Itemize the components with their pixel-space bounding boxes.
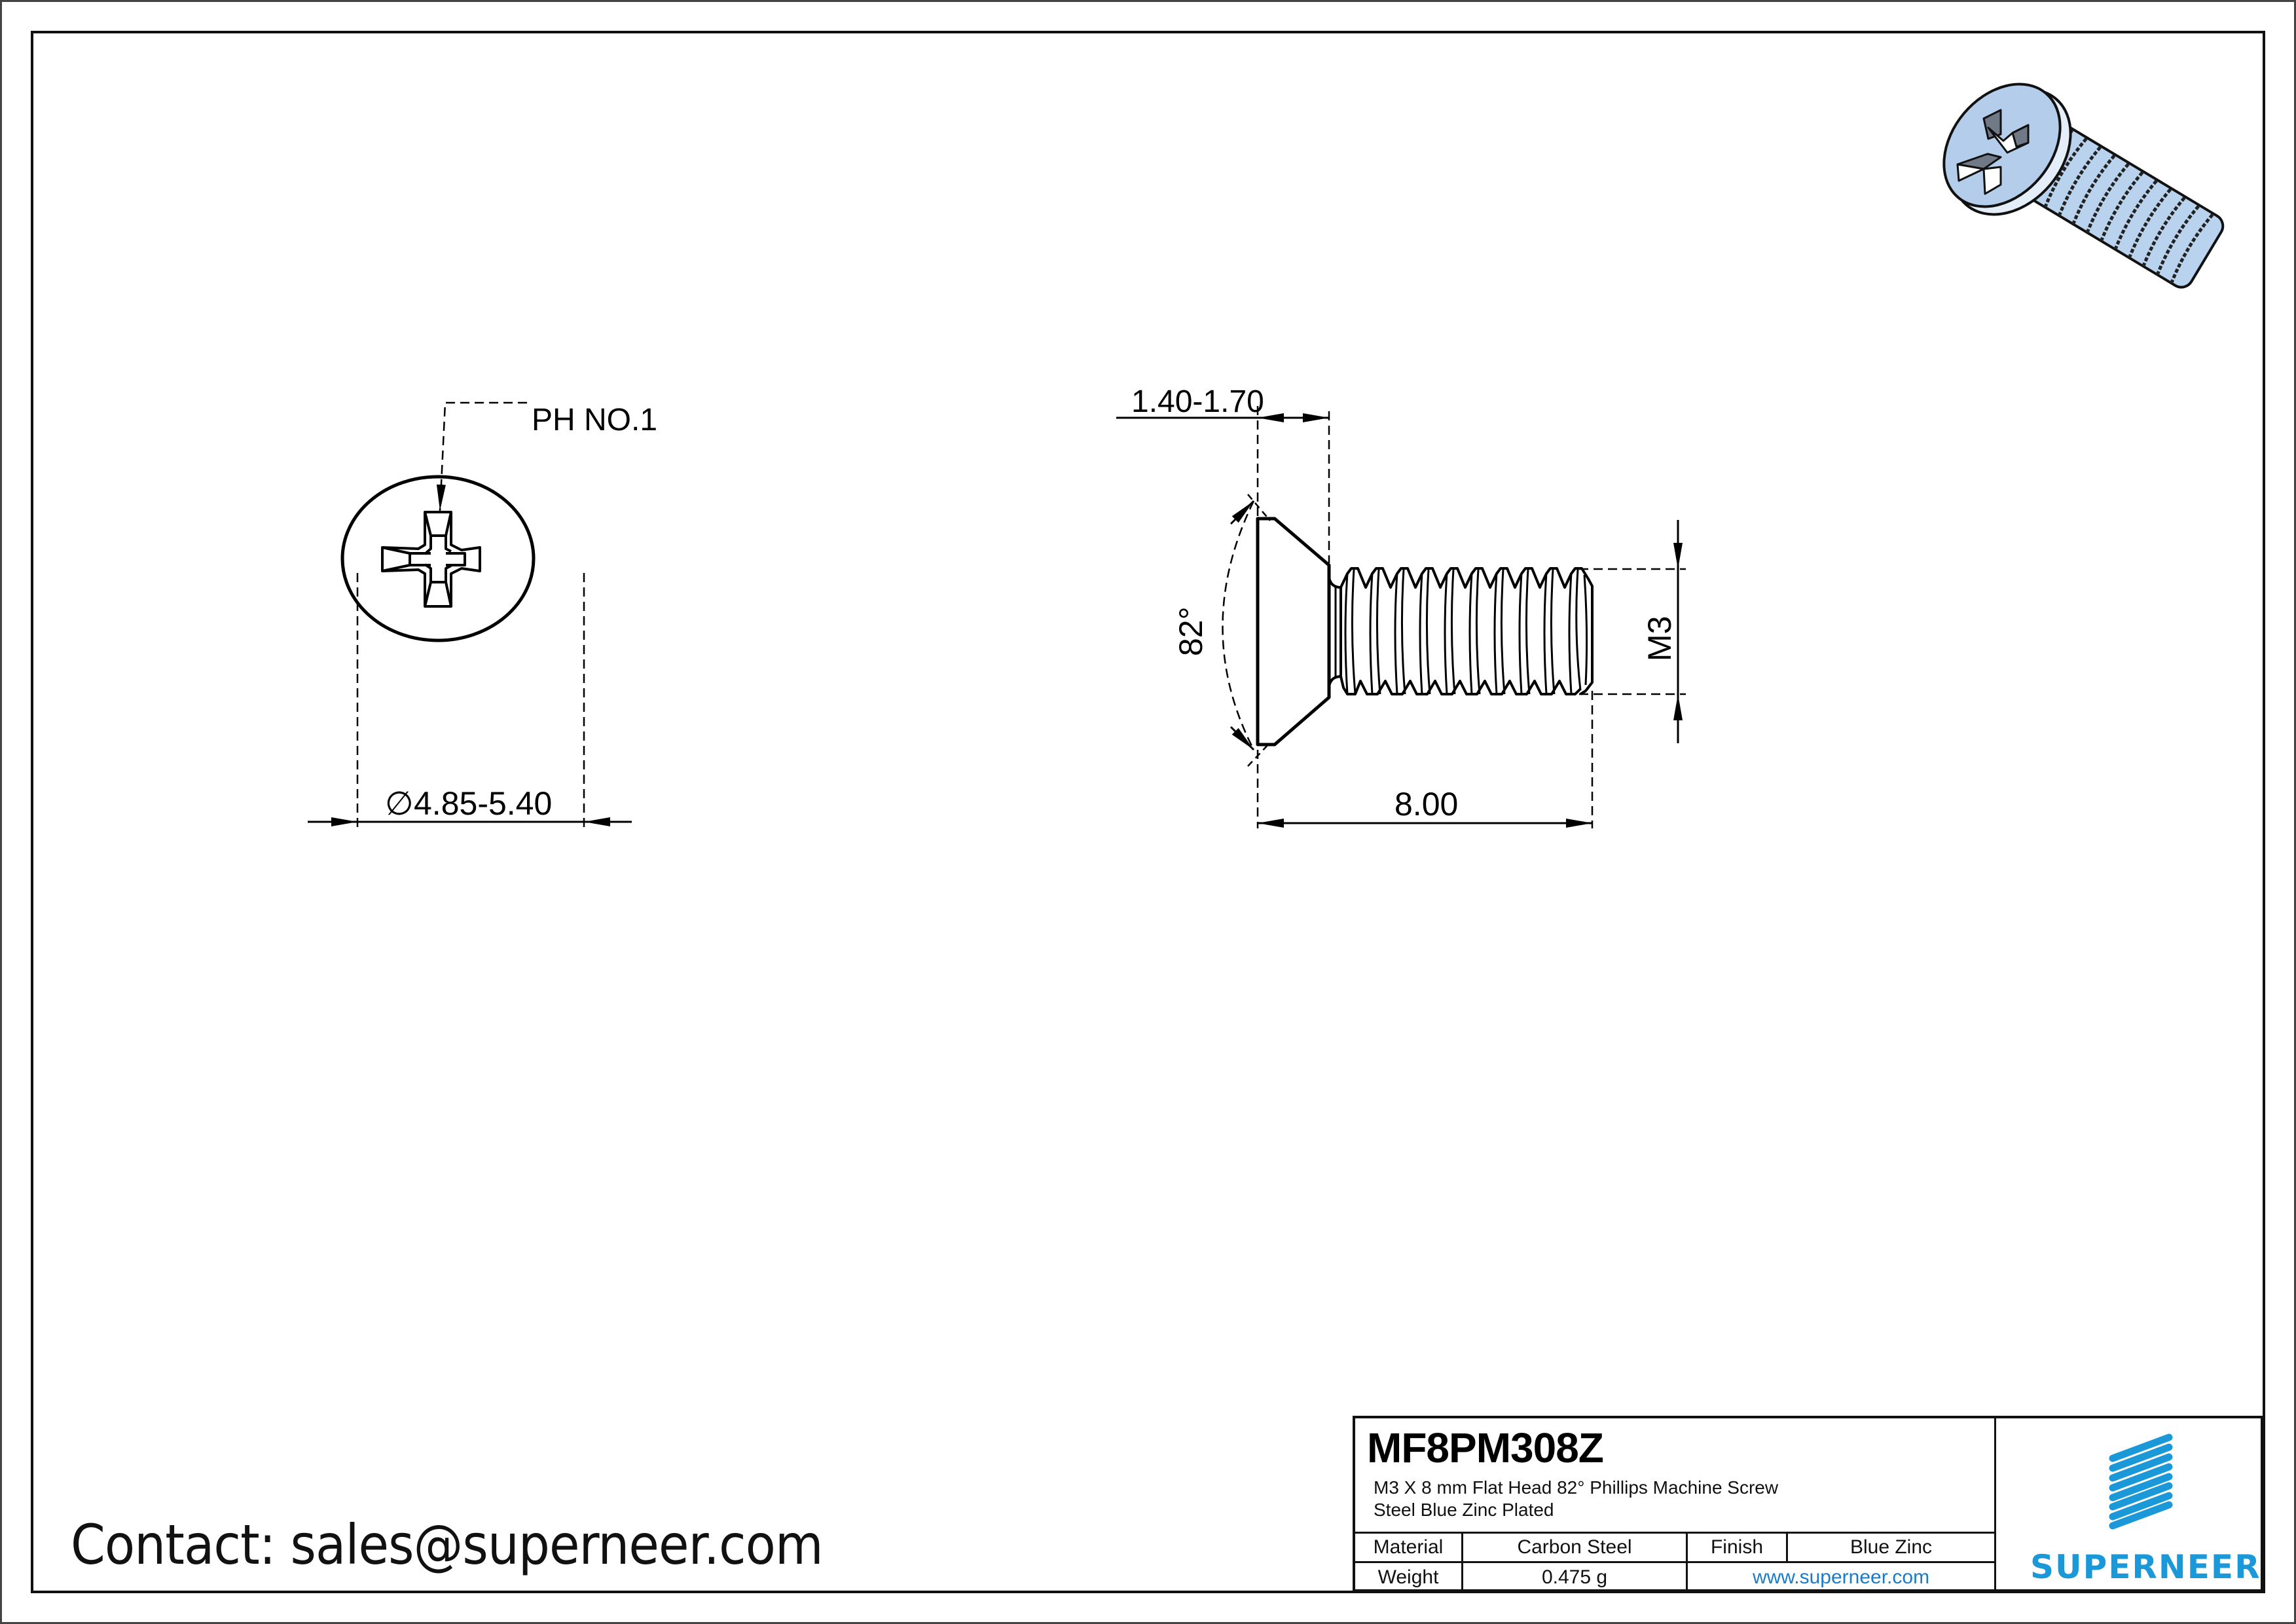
- part-number: MF8PM308Z: [1367, 1424, 1604, 1471]
- drive-leader-line: [436, 401, 527, 511]
- drive-size-label: PH NO.1: [532, 403, 657, 437]
- head-height-dimension-label: 1.40-1.70: [1131, 384, 1264, 419]
- phillips-recess-icon: [381, 511, 481, 608]
- weight-label: Weight: [1355, 1563, 1463, 1592]
- superneer-logo: SUPERNEER: [1996, 1418, 2261, 1589]
- thread-profile: [1339, 567, 1594, 695]
- finish-value: Blue Zinc: [1850, 1536, 1933, 1558]
- logo-stripes-icon: [2109, 1433, 2173, 1530]
- title-block-description: MF8PM308Z M3 X 8 mm Flat Head 82° Philli…: [1355, 1418, 1996, 1534]
- website-link[interactable]: www.superneer.com: [1752, 1566, 1930, 1588]
- isometric-screw-render: [1942, 83, 2225, 289]
- diameter-dimension-label: 4.85-5.40: [414, 785, 552, 822]
- description-line-1: M3 X 8 mm Flat Head 82° Phillips Machine…: [1374, 1477, 1779, 1498]
- inner-border: [31, 31, 2265, 1593]
- head-angle-dimension-label: 82°: [1173, 606, 1209, 656]
- diameter-symbol: ∅: [385, 785, 414, 822]
- finish-label: Finish: [1688, 1534, 1788, 1561]
- thread-size-label: M3: [1641, 616, 1678, 661]
- length-dimension-label: 8.00: [1394, 786, 1458, 822]
- description-line-2: Steel Blue Zinc Plated: [1374, 1500, 1554, 1520]
- contact-text: Contact: sales@superneer.com: [71, 1513, 824, 1577]
- head-outline: [340, 475, 536, 642]
- weight-row: Weight 0.475 g www.superneer.com: [1355, 1563, 1996, 1592]
- angle-arc: [1222, 500, 1255, 750]
- side-view: [1116, 406, 1686, 828]
- title-block: MF8PM308Z M3 X 8 mm Flat Head 82° Philli…: [1353, 1416, 2263, 1592]
- weight-value: 0.475 g: [1463, 1563, 1688, 1592]
- material-finish-row: Material Carbon Steel Finish Blue Zinc: [1355, 1534, 1996, 1563]
- head-profile: [1256, 517, 1331, 747]
- material-value: Carbon Steel: [1463, 1534, 1688, 1561]
- thread-helix-lines: [1344, 569, 1588, 695]
- front-view: [308, 401, 632, 828]
- logo-wordmark: SUPERNEER: [2030, 1548, 2261, 1586]
- material-label: Material: [1355, 1534, 1463, 1561]
